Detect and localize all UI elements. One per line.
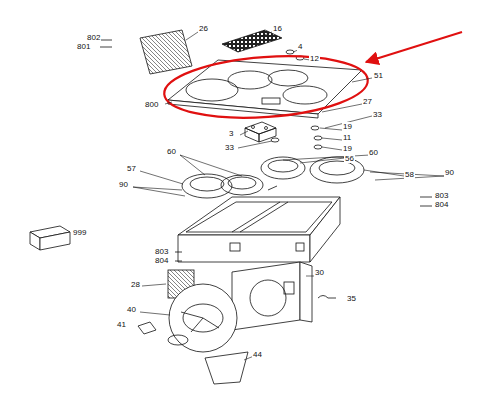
- callout-number: 51: [373, 71, 384, 80]
- callout-number: 11: [342, 133, 352, 142]
- callout-number: 999: [72, 228, 87, 237]
- callout-number: 804: [434, 200, 449, 209]
- filter-panel: [140, 30, 192, 74]
- callout-number: 33: [224, 143, 235, 152]
- callout-number: 801: [76, 42, 91, 51]
- callout-number: 800: [144, 100, 159, 109]
- callout-number: 4: [297, 42, 303, 51]
- callout-number: 30: [314, 268, 325, 277]
- callout-number: 19: [342, 144, 353, 153]
- callout-number: 90: [118, 180, 129, 189]
- callout-number: 33: [372, 110, 383, 119]
- heating-element: [182, 157, 364, 198]
- callout-number: 802: [86, 33, 101, 42]
- housing-tray: [178, 197, 340, 262]
- highlight-arrow: [366, 32, 462, 62]
- callout-number: 19: [342, 122, 353, 131]
- callout-number: 26: [198, 24, 209, 33]
- callout-number: 57: [126, 164, 137, 173]
- callout-number: 803: [434, 191, 449, 200]
- callout-number: 804: [154, 256, 169, 265]
- callout-number: 27: [362, 97, 373, 106]
- vent-grill: [222, 30, 282, 52]
- leader-line: [133, 32, 444, 360]
- callout-number: 35: [346, 294, 357, 303]
- highlight-ellipse: [162, 50, 370, 124]
- callout-number: 40: [126, 305, 137, 314]
- callout-number: 60: [166, 147, 177, 156]
- callout-number: 16: [272, 24, 283, 33]
- callout-number: 56: [344, 154, 355, 163]
- callout-number: 3: [228, 129, 234, 138]
- blower: [168, 284, 237, 352]
- callout-number: 12: [309, 54, 320, 63]
- callout-number: 28: [130, 280, 141, 289]
- fan-box: [232, 262, 312, 330]
- callout-number: 803: [154, 247, 169, 256]
- parts-bag: [30, 226, 70, 250]
- duct: [205, 352, 248, 384]
- small-block: [138, 322, 156, 334]
- callout-number: 58: [404, 170, 415, 179]
- callout-number: 60: [368, 148, 379, 157]
- callout-number: 90: [444, 168, 455, 177]
- callout-number: 44: [252, 350, 263, 359]
- callout-number: 41: [116, 320, 127, 329]
